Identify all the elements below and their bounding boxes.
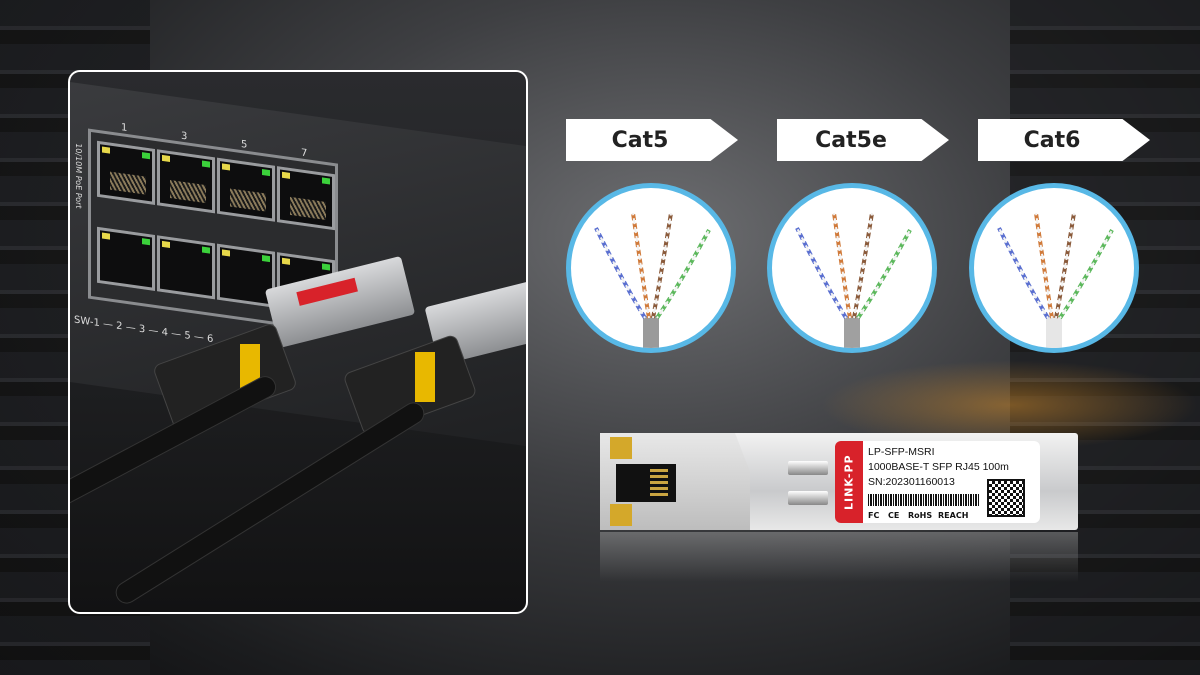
serial-number: SN:202301160013 [868,476,955,488]
cable-image-cat6 [969,183,1139,353]
vent-slot [788,461,828,475]
cable-jacket [1046,316,1062,348]
port-number: 3 [181,130,188,143]
port-number: 5 [241,139,248,151]
brand-sticker [296,277,358,306]
gold-contact [610,504,632,526]
rj45-port [616,464,676,502]
category-label: Cat6 [1023,127,1081,153]
module-reflection [600,532,1078,582]
switch-photo-panel: 1 3 5 7 10/10M PoE Port SW-1 — 2 — 3 — 4… [68,70,528,614]
cable-jacket [643,316,659,348]
qr-code [987,479,1025,517]
port-number: 1 [121,122,128,135]
cable-jacket [844,316,860,348]
twisted-pair-wire [1035,212,1053,319]
module-description: 1000BASE-T SFP RJ45 100m [868,461,1009,473]
cable-image-cat5e [767,183,937,353]
vent-slot [788,491,828,505]
cert-reach: REACH [938,511,969,520]
latch [415,352,435,402]
twisted-pair-wire [796,227,847,319]
twisted-pair-wire [1055,212,1075,319]
port-number: 7 [301,147,308,160]
cert-rohs: RoHS [908,511,933,520]
category-arrow-cat5e: Cat5e [777,119,949,161]
twisted-pair-wire [595,227,646,319]
brand-logo: LINK-PP [835,441,863,523]
cert-ce: CE [888,511,900,520]
cable-image-cat5 [566,183,736,353]
sw-label: SW-1 — 2 — 3 — 4 — 5 — 6 [74,314,214,346]
twisted-pair-wire [656,229,710,319]
twisted-pair-wire [833,212,851,319]
barcode [868,494,980,506]
cert-fc: FC [868,511,880,520]
twisted-pair-wire [857,229,911,319]
sfp-rj45-module: LINK-PP LP-SFP-MSRI 1000BASE-T SFP RJ45 … [600,433,1078,530]
twisted-pair-wire [853,212,873,319]
category-label: Cat5e [815,127,887,153]
twisted-pair-wire [1059,229,1113,319]
module-label: LINK-PP LP-SFP-MSRI 1000BASE-T SFP RJ45 … [835,441,1040,523]
gold-contact [610,437,632,459]
port-side-label: 10/10M PoE Port [74,142,83,210]
category-label: Cat5 [611,127,669,153]
category-arrow-cat5: Cat5 [566,119,738,161]
twisted-pair-wire [998,227,1049,319]
model-number: LP-SFP-MSRI [868,446,935,458]
twisted-pair-wire [652,212,672,319]
twisted-pair-wire [632,212,650,319]
category-arrow-cat6: Cat6 [978,119,1150,161]
